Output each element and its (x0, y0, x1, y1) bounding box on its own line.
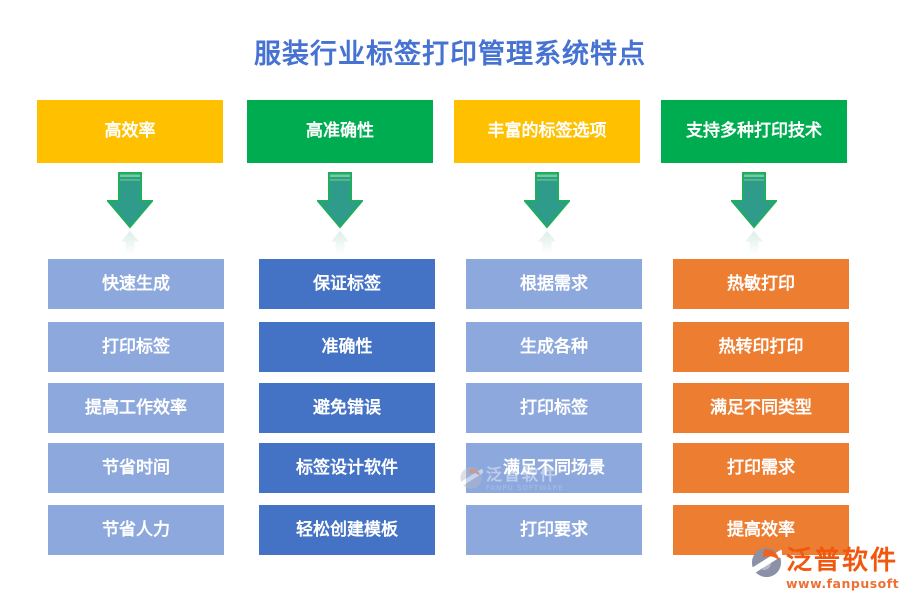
feature-box: 提高工作效率 (48, 383, 224, 433)
column-header-label-options: 丰富的标签选项 (454, 100, 640, 163)
arrow-reflection (744, 230, 764, 254)
feature-box: 满足不同类型 (673, 383, 849, 433)
logo-url: www.fanpusoft.com (786, 576, 900, 591)
down-arrow-icon (317, 171, 363, 255)
feature-box: 提高效率 (673, 505, 849, 555)
feature-box: 节省人力 (48, 505, 224, 555)
feature-box: 热敏打印 (673, 259, 849, 309)
feature-box: 节省时间 (48, 443, 224, 493)
feature-box: 生成各种 (466, 322, 642, 372)
feature-box: 快速生成 (48, 259, 224, 309)
feature-box: 打印标签 (466, 383, 642, 433)
fanpu-logo-icon (751, 547, 782, 578)
feature-box: 轻松创建模板 (259, 505, 435, 555)
feature-box: 保证标签 (259, 259, 435, 309)
down-arrow-icon (107, 171, 153, 255)
column-header-print-tech: 支持多种打印技术 (661, 100, 847, 163)
fanpu-logo: 泛普软件 www.fanpusoft.com (751, 547, 900, 591)
feature-box: 准确性 (259, 322, 435, 372)
arrow-reflection (120, 230, 140, 254)
feature-box: 标签设计软件 (259, 443, 435, 493)
feature-box: 打印标签 (48, 322, 224, 372)
column-header-accuracy: 高准确性 (247, 100, 433, 163)
logo-name: 泛普软件 (786, 546, 899, 576)
column-header-efficiency: 高效率 (37, 100, 223, 163)
feature-box: 满足不同场景 (466, 443, 642, 493)
feature-box: 避免错误 (259, 383, 435, 433)
page-title: 服装行业标签打印管理系统特点 (254, 39, 646, 70)
down-arrow-icon (731, 171, 777, 255)
feature-box: 热转印打印 (673, 322, 849, 372)
feature-box: 根据需求 (466, 259, 642, 309)
feature-box: 打印需求 (673, 443, 849, 493)
arrow-reflection (330, 230, 350, 254)
arrow-reflection (537, 230, 557, 254)
down-arrow-icon (524, 171, 570, 255)
feature-box: 打印要求 (466, 505, 642, 555)
